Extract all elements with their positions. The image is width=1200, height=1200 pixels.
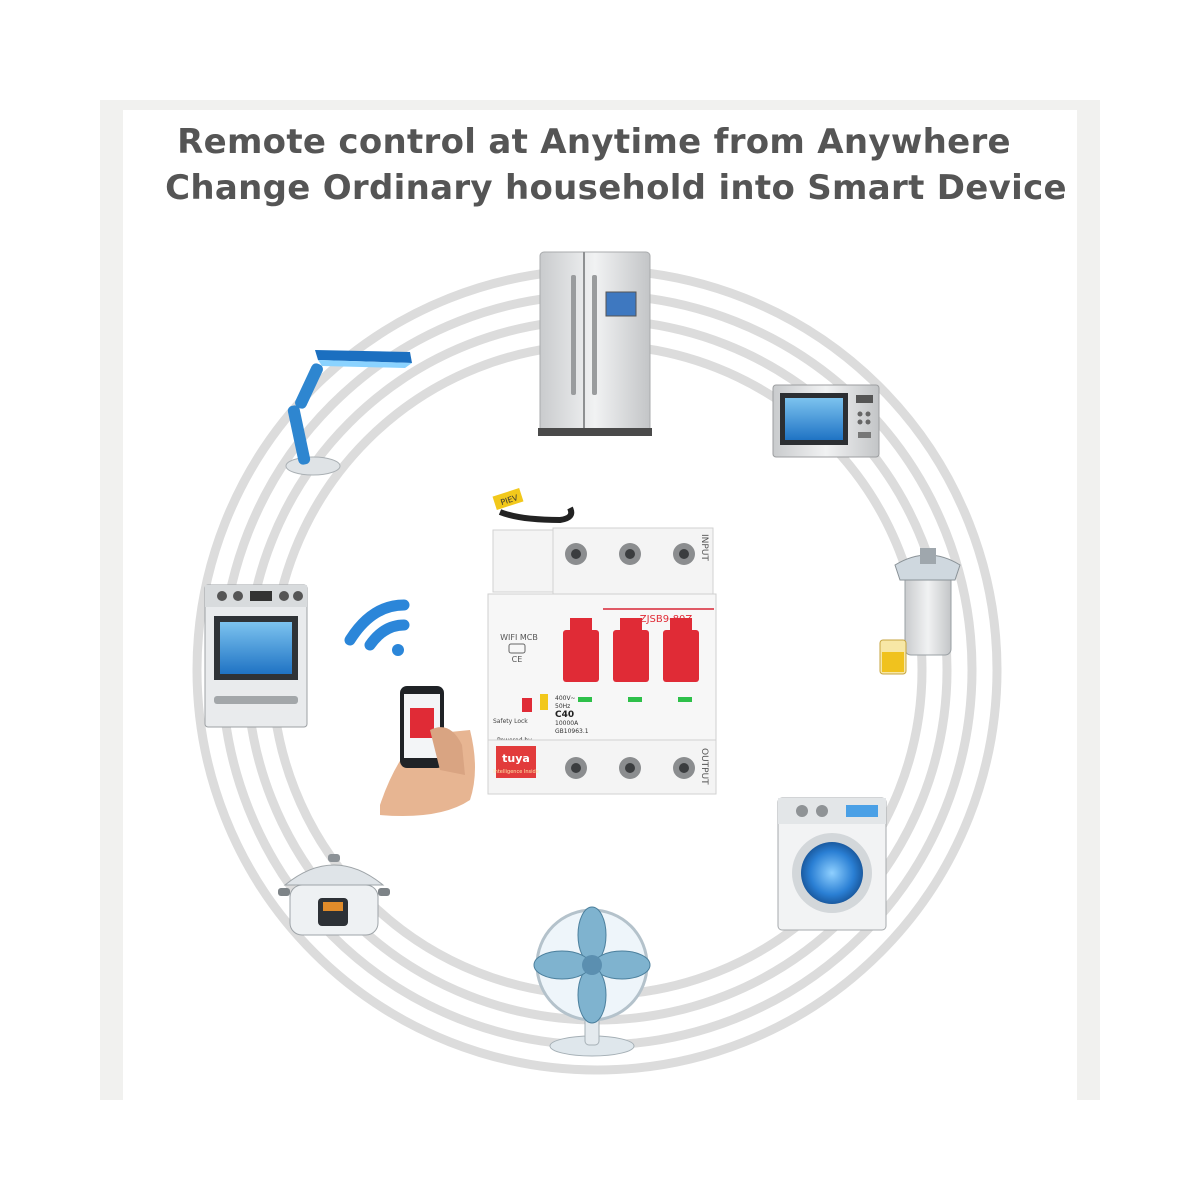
breaking-capacity-label: 10000A — [555, 720, 579, 727]
microwave-icon — [772, 384, 880, 458]
wifi-mcb-label: WIFI MCB — [500, 633, 538, 642]
juicer-icon — [879, 548, 961, 675]
standard-label: GB10963.1 — [555, 728, 589, 735]
output-label: OUTPUT — [699, 748, 709, 785]
breaker-handles — [563, 618, 699, 682]
oven-icon — [204, 584, 308, 728]
wifi-icon — [344, 599, 410, 656]
brand-logo-bottom: tuya — [502, 752, 530, 765]
circuit-breaker: PIEV INPUT ZJSB9-80Z WIFI MCB CE Safety — [487, 488, 717, 795]
input-label: INPUT — [699, 534, 709, 561]
model-label: ZJSB9-80Z — [640, 614, 693, 625]
rice-cooker-icon — [278, 854, 390, 936]
headline-line-1: Remote control at Anytime from Anywhere — [177, 122, 1011, 162]
brand-subtitle-bottom: Intelligence Inside — [493, 769, 539, 775]
washing-machine-icon — [777, 797, 887, 931]
smartphone-icon — [380, 686, 475, 816]
rating-label: C40 — [555, 710, 574, 720]
refrigerator-icon — [538, 251, 652, 436]
frequency-label: 50Hz — [555, 703, 570, 710]
voltage-label: 400V~ — [555, 695, 576, 702]
safety-lock-label: Safety Lock — [493, 718, 528, 725]
desk-lamp-icon — [285, 350, 412, 476]
fan-icon — [533, 906, 651, 1057]
ce-mark: CE — [512, 655, 523, 664]
headline-line-2: Change Ordinary household into Smart Dev… — [165, 168, 1067, 208]
